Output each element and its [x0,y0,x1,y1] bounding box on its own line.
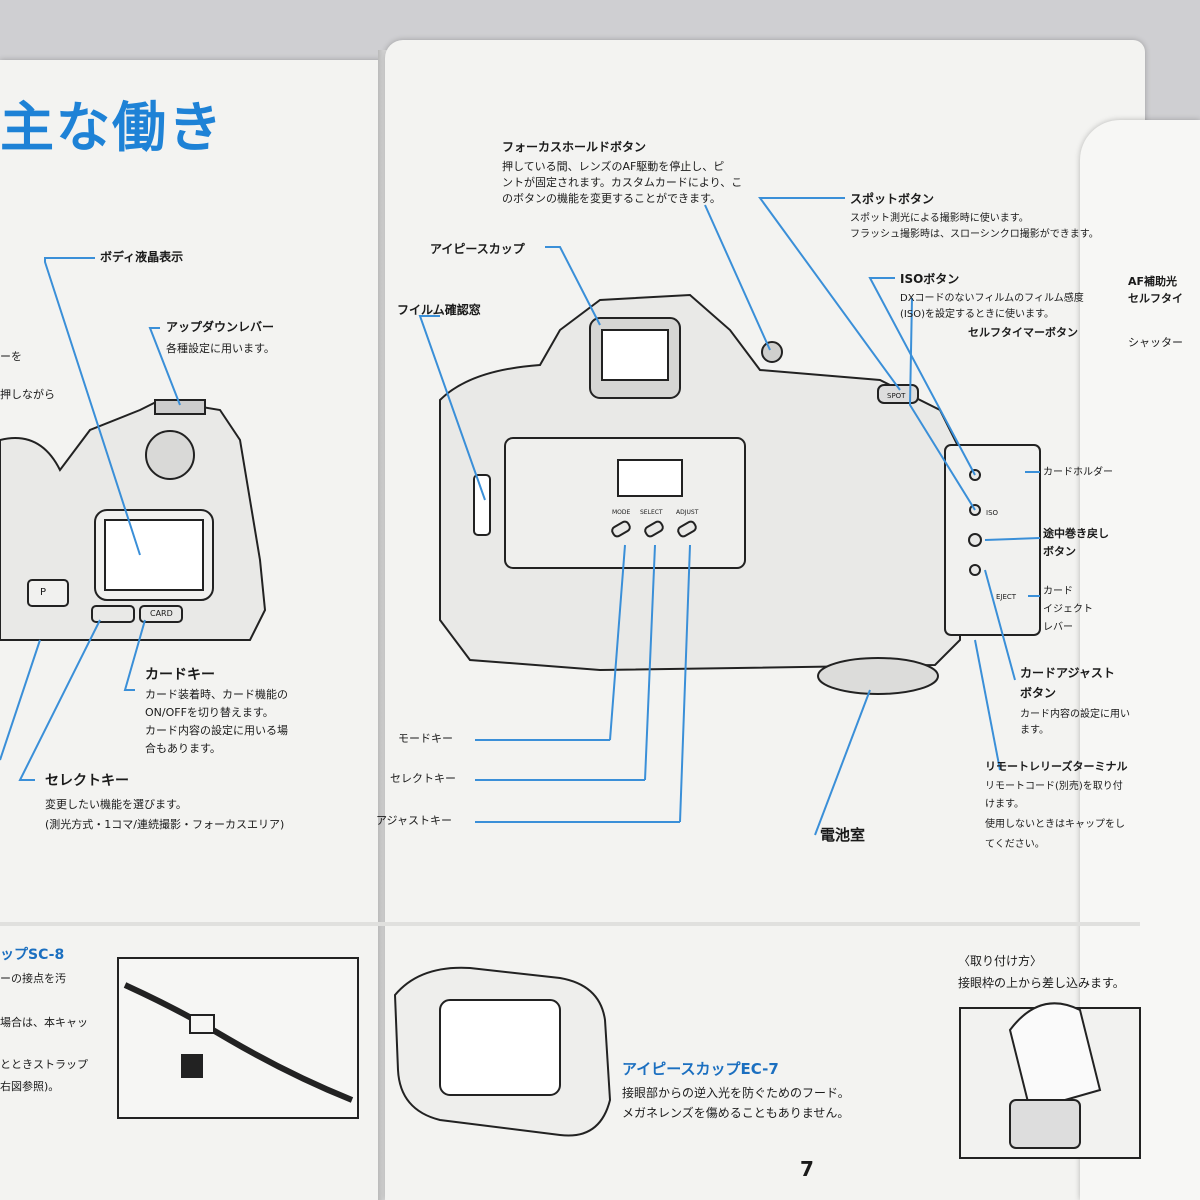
strap-illustration [117,957,359,1119]
eyecup-desc-1: 接眼部からの逆入光を防ぐためのフード。 [622,1086,850,1100]
label-remote: リモートレリーズターミナル [985,760,1128,773]
fragment-lever: ーを [0,350,22,363]
desc-focus-hold-1: 押している間、レンズのAF駆動を停止し、ピ [502,160,725,173]
desc-focus-hold-3: のボタンの機能を変更することができます。 [502,192,721,205]
label-film-window: フイルム確認窓 [397,303,481,317]
label-eyepiece-cup: アイピースカップ [430,242,525,256]
label-card-eject-3: レバー [1043,622,1073,633]
desc-updown-lever: 各種設定に用います。 [166,342,275,355]
label-spot-button: スポットボタン [850,192,935,206]
fragment-press: 押しながら [0,388,55,401]
label-card-holder: カードホルダー [1043,467,1113,478]
mark-mode: MODE [612,509,631,516]
desc-strap-3: とときストラップ [0,1058,88,1071]
right-camera-drawing [439,293,1041,695]
left-camera-drawing [0,398,267,641]
label-card-eject-2: イジェクト [1043,604,1093,615]
mark-select: SELECT [640,509,663,516]
label-select-key-right: セレクトキー [390,772,456,785]
attach-illustration [959,1002,1141,1159]
desc-select-key-2: (測光方式・1コマ/連続撮影・フォーカスエリア) [45,818,285,831]
label-self-timer: セルフタイマーボタン [968,326,1078,339]
desc-iso-2: (ISO)を設定するときに使います。 [900,309,1054,320]
leader-lines [0,197,1041,836]
attach-desc: 接眼枠の上から差し込みます。 [958,976,1125,990]
label-select-key: セレクトキー [45,773,129,789]
desc-card-adjust-1: カード内容の設定に用い [1020,709,1130,720]
label-midroll-sub: ボタン [1043,545,1076,558]
desc-card-adjust-2: ます。 [1020,725,1049,736]
desc-remote-2: けます。 [985,799,1024,810]
eyecup-illustration [393,966,612,1137]
section-divider [0,922,1140,926]
page-number: 7 [800,1157,814,1181]
label-iso-button: ISOボタン [900,272,960,286]
mark-spot: SPOT [887,392,906,400]
desc-focus-hold-2: ントが固定されます。カスタムカードにより、こ [502,176,743,189]
desc-card-key-1: カード装着時、カード機能の [145,688,288,701]
mark-eject: EJECT [996,593,1017,601]
desc-remote-3: 使用しないときはキャップをし [985,819,1125,830]
mark-iso: ISO [986,509,999,517]
label-card-adjust-sub: ボタン [1020,686,1057,700]
attach-title: 〈取り付け方〉 [958,954,1043,968]
third-label-2: セルフタイ [1128,292,1183,305]
label-mode-key: モードキー [398,732,453,745]
desc-remote-1: リモートコード(別売)を取り付 [985,781,1123,792]
desc-select-key-1: 変更したい機能を選びます。 [45,798,187,811]
desc-card-key-4: 合もあります。 [145,742,221,755]
label-card-eject-1: カード [1043,586,1073,597]
desc-spot-1: スポット測光による撮影時に使います。 [850,213,1029,224]
label-body-lcd: ボディ液晶表示 [100,250,184,264]
desc-strap-1: ーの接点を汚 [0,972,66,985]
eyecup-title: アイピースカップEC-7 [622,1060,779,1078]
label-adjust-key: アジャストキー [376,814,453,827]
label-strap: ップSC-8 [0,947,65,963]
label-card-adjust: カードアジャスト [1020,666,1115,680]
eyecup-desc-2: メガネレンズを傷めることもありません。 [622,1106,850,1120]
desc-card-key-3: カード内容の設定に用いる場 [145,724,288,737]
desc-spot-2: フラッシュ撮影時は、スローシンクロ撮影ができます。 [850,229,1099,240]
camera-p-button: P [40,587,47,598]
label-focus-hold: フォーカスホールドボタン [502,140,647,154]
label-battery: 電池室 [820,826,866,844]
label-card-key: カードキー [145,667,215,683]
third-label-3: シャッター [1128,336,1183,349]
mark-adjust: ADJUST [676,509,699,516]
label-updown-lever: アップダウンレバー [166,320,275,334]
desc-card-key-2: ON/OFFを切り替えます。 [145,706,274,719]
page-title: 主な働き [0,96,224,159]
third-label-1: AF補助光 [1128,275,1178,288]
desc-iso-1: DXコードのないフィルムのフィルム感度 [900,293,1084,304]
desc-remote-4: てください。 [985,839,1045,850]
desc-strap-4: 右図参照)。 [0,1080,60,1093]
label-midroll: 途中巻き戻し [1043,527,1109,540]
desc-strap-2: 場合は、本キャッ [0,1016,88,1029]
camera-card-button: CARD [150,609,173,618]
